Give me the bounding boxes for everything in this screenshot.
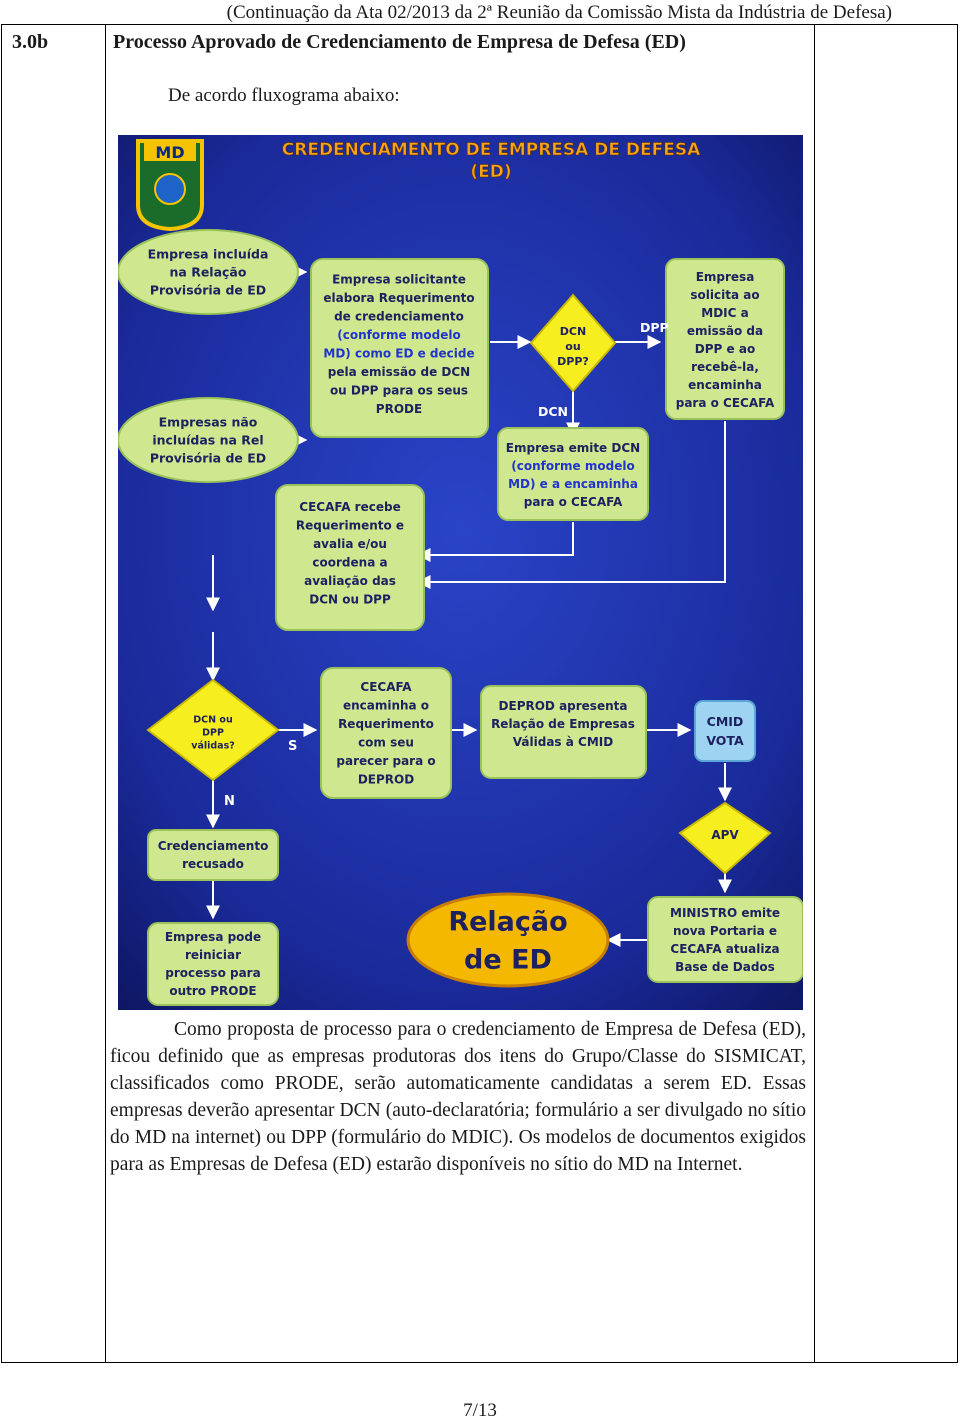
node-text-mdic-2: MDIC a [701, 306, 748, 320]
node-text-cecafa-1: Requerimento e [296, 518, 404, 532]
node-text-cecafa-0: CECAFA recebe [299, 500, 400, 514]
node-apv: APV [678, 801, 772, 875]
node-text-mdic-3: emissão da [687, 324, 763, 338]
node-text-deprod-1: Relação de Empresas [491, 717, 635, 731]
node-text-min-2: CECAFA atualiza [670, 942, 779, 956]
node-text-mdic-5: recebê-la, [691, 360, 759, 374]
node-cecafa-encaminha: CECAFA encaminha o Requerimento com seu pare… [320, 667, 452, 799]
body-paragraph: Como proposta de processo para o credenc… [110, 1016, 806, 1178]
node-text-d2-1: DPP [202, 727, 224, 738]
node-text-rel-0: Relação [448, 906, 567, 937]
logo-text: MD [155, 143, 184, 162]
node-text-enc-3: com seu [358, 735, 414, 749]
node-text-solic-1: elabora Requerimento [323, 291, 474, 305]
node-text-mdic-1: solicita ao [690, 288, 759, 302]
node-text-incl-0: Empresa incluída [148, 246, 269, 261]
node-text-enc-4: parecer para o [336, 754, 435, 768]
node-text-rel-1: de ED [464, 944, 552, 975]
label-dcn: DCN [538, 404, 568, 419]
node-relacao-de-ed: Relação de ED [406, 892, 610, 988]
intro-text: De acordo fluxograma abaixo: [168, 85, 400, 106]
node-text-solic-7: PRODE [376, 402, 422, 416]
node-text-nao-1: incluídas na Rel [152, 432, 263, 447]
node-empresa-solicitante: Empresa solicitante elabora Requerimento d… [310, 258, 489, 438]
label-dpp: DPP [640, 320, 669, 335]
column-divider [105, 25, 106, 1362]
continuation-header: (Continuação da Ata 02/2013 da 2ª Reuniã… [226, 2, 892, 23]
node-text-nao-2: Provisória de ED [150, 450, 266, 465]
node-text-cecafa-3: coordena a [312, 555, 387, 569]
body-text: Como proposta de processo para o credenc… [110, 1019, 806, 1175]
node-text-min-3: Base de Dados [675, 960, 775, 974]
node-text-cecafa-2: avalia e/ou [313, 537, 387, 551]
node-text-enc-1: encaminha o [343, 698, 429, 712]
node-text-recus-1: recusado [182, 857, 244, 871]
node-text-cecafa-5: DCN ou DPP [309, 592, 391, 606]
node-empresa-solicita-mdic: Empresa solicita ao MDIC a emissão da DPP e … [665, 258, 785, 420]
flowchart-title: CREDENCIAMENTO DE EMPRESA DE DEFESA [282, 140, 701, 160]
node-text-nao-0: Empresas não [159, 414, 258, 429]
flowchart-subtitle: (ED) [470, 162, 511, 182]
label-s: S [288, 739, 297, 754]
node-text-emite-3: para o CECAFA [524, 495, 623, 509]
node-text-solic-4: MD) como ED e decide [323, 346, 474, 360]
column-divider [814, 25, 815, 1362]
node-text-reinic-0: Empresa pode [165, 930, 261, 944]
node-text-emite-2: MD) e a encaminha [508, 477, 638, 491]
node-text-solic-0: Empresa solicitante [332, 272, 466, 286]
node-text-reinic-3: outro PRODE [169, 984, 256, 998]
node-text-solic-5: pela emissão de DCN [328, 365, 470, 379]
node-text-d2-0: DCN ou [193, 714, 232, 725]
node-text-incl-1: na Relação [170, 264, 247, 279]
node-text-cmid-1: VOTA [706, 733, 744, 748]
node-text-apv-0: APV [711, 828, 739, 842]
node-text-enc-5: DEPROD [358, 772, 414, 786]
node-ministro-emite: MINISTRO emite nova Portaria e CECAFA atua… [647, 896, 803, 983]
md-logo: MD [136, 139, 204, 232]
node-text-d2-2: válidas? [191, 740, 235, 751]
node-text-deprod-2: Válidas à CMID [513, 735, 613, 749]
node-text-reinic-1: reiniciar [185, 948, 241, 962]
node-text-mdic-4: DPP e ao [695, 342, 755, 356]
node-text-incl-2: Provisória de ED [150, 282, 266, 297]
node-text-min-1: nova Portaria e [673, 924, 777, 938]
node-text-d1-1: ou [565, 340, 580, 353]
node-text-mdic-0: Empresa [696, 270, 755, 284]
node-credenciamento-recusado: Credenciamento recusado [147, 829, 279, 881]
node-text-solic-2: de credenciamento [334, 309, 464, 323]
item-title: Processo Aprovado de Credenciamento de E… [113, 31, 686, 53]
node-text-min-0: MINISTRO emite [670, 906, 780, 920]
node-text-mdic-7: para o CECAFA [676, 396, 775, 410]
node-text-cmid-0: CMID [707, 714, 744, 729]
node-empresa-pode-reiniciar: Empresa pode reiniciar processo para outro … [147, 922, 279, 1006]
node-text-recus-0: Credenciamento [158, 839, 269, 853]
node-decision-validas: DCN ou DPP válidas? [146, 678, 280, 782]
flowchart-image: MD CREDENCIAMENTO DE EMPRESA DE DEFESA (… [118, 135, 803, 1010]
node-text-emite-0: Empresa emite DCN [506, 441, 640, 455]
minutes-table: 3.0b Processo Aprovado de Credenciamento… [1, 24, 958, 1363]
node-text-solic-3: (conforme modelo [337, 328, 460, 342]
node-text-solic-6: ou DPP para os seus [330, 383, 468, 397]
item-number: 3.0b [12, 31, 49, 53]
node-text-emite-1: (conforme modelo [511, 459, 634, 473]
node-text-enc-2: Requerimento [338, 717, 434, 731]
node-text-deprod-0: DEPROD apresenta [499, 699, 628, 713]
page-number: 7/13 [463, 1400, 497, 1421]
label-n: N [224, 794, 235, 809]
node-text-d1-2: DPP? [557, 355, 589, 368]
node-cmid-vota: CMID VOTA [694, 700, 756, 762]
node-text-enc-0: CECAFA [360, 680, 412, 694]
node-text-mdic-6: encaminha [688, 378, 762, 392]
flowchart-connectors [206, 265, 732, 947]
node-text-cecafa-4: avaliação das [304, 574, 396, 588]
node-text-reinic-2: processo para [165, 966, 260, 980]
flowchart-svg: MD CREDENCIAMENTO DE EMPRESA DE DEFESA (… [118, 135, 803, 1010]
node-text-d1-0: DCN [560, 325, 586, 338]
